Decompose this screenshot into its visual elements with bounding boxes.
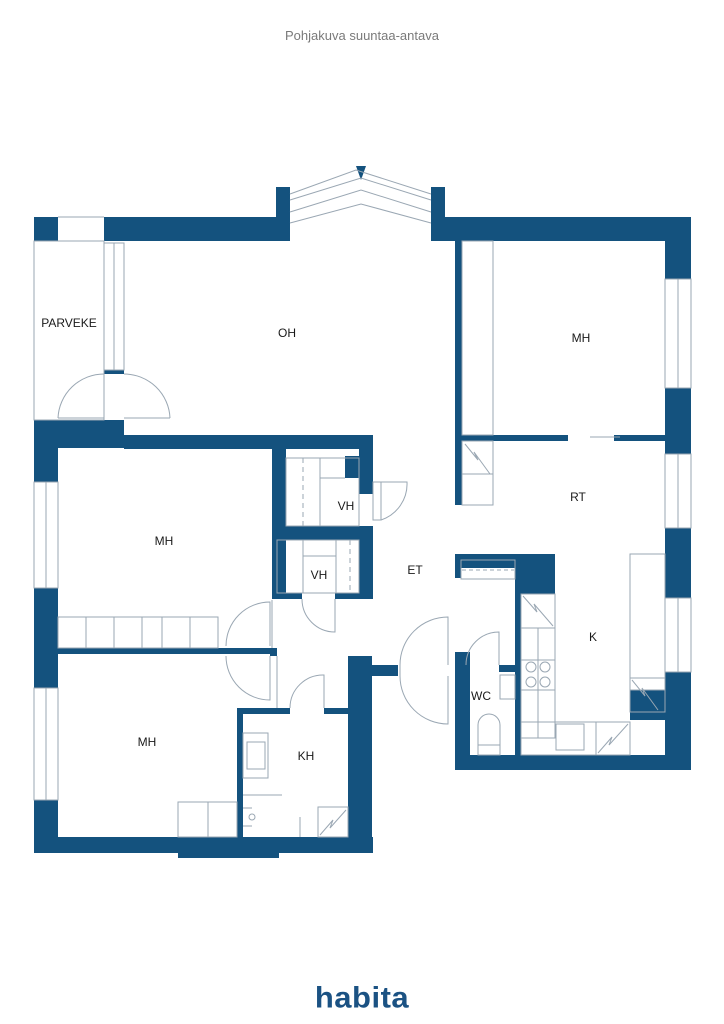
room-label-kh: KH xyxy=(297,749,315,763)
walls xyxy=(34,166,691,858)
room-label-vh-1: VH xyxy=(337,499,355,513)
room-label-oh: OH xyxy=(278,326,296,340)
habita-logo: habita xyxy=(314,980,410,1015)
room-label-mh-ne: MH xyxy=(571,331,591,345)
room-label-mh-w: MH xyxy=(154,534,174,548)
fixtures-and-windows xyxy=(33,169,692,838)
room-label-rt: RT xyxy=(570,490,586,504)
room-label-wc: WC xyxy=(471,689,491,703)
room-label-et: ET xyxy=(407,563,423,577)
room-label-mh-sw: MH xyxy=(137,735,157,749)
room-label-vh-2: VH xyxy=(310,568,328,582)
room-label-k: K xyxy=(588,630,598,644)
plan-disclaimer-caption: Pohjakuva suuntaa-antava xyxy=(285,28,439,43)
room-label-parveke: PARVEKE xyxy=(41,316,97,330)
